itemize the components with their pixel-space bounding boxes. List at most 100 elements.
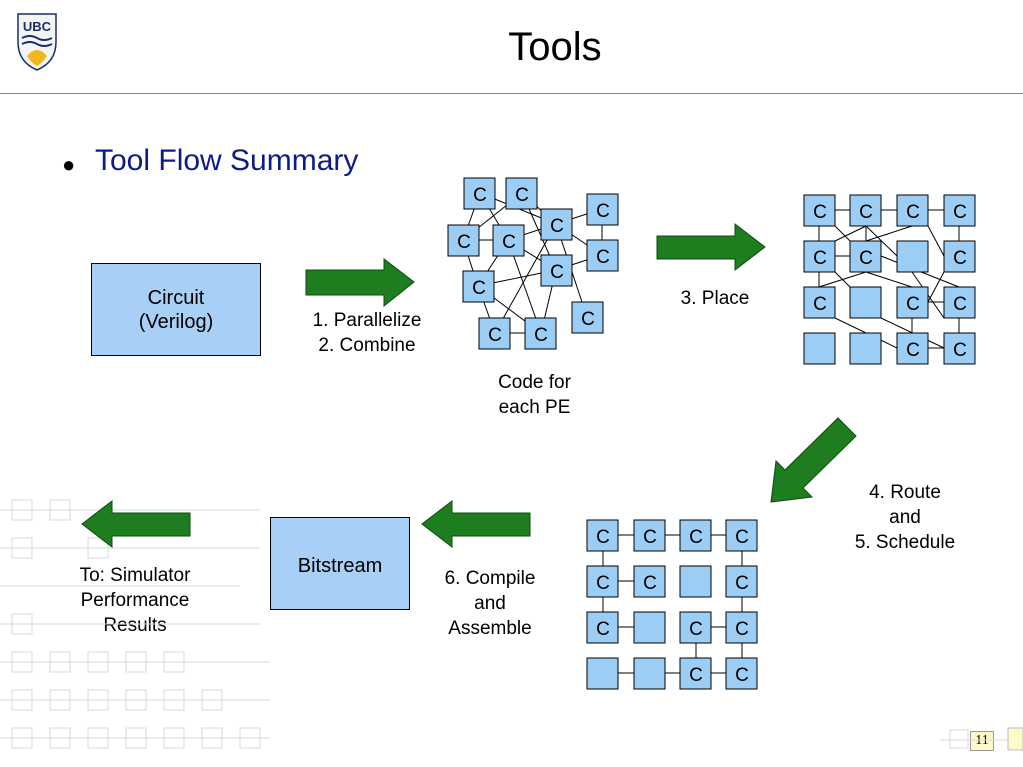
- circuit-box: Circuit (Verilog): [91, 263, 261, 356]
- node: C: [524, 317, 557, 350]
- node: C: [679, 611, 712, 644]
- node: C: [679, 519, 712, 552]
- node: C: [505, 177, 538, 210]
- routed-grid: C C C C C C C C C C C C: [586, 519, 758, 690]
- svg-text:C: C: [689, 527, 703, 548]
- node: C: [849, 194, 882, 227]
- svg-text:C: C: [953, 248, 967, 269]
- node: C: [586, 611, 619, 644]
- empty-node: [586, 657, 619, 690]
- svg-text:C: C: [472, 278, 486, 299]
- node: C: [586, 239, 619, 272]
- svg-text:C: C: [813, 202, 827, 223]
- output-label: To: Simulator Performance Results: [79, 565, 191, 636]
- empty-node: [803, 332, 836, 365]
- node: C: [633, 565, 666, 598]
- pe-code-graph: C C C C C C C C C C C C: [447, 177, 619, 350]
- step-route-schedule-label: 4. Route and 5. Schedule: [854, 482, 956, 553]
- node: C: [725, 611, 758, 644]
- node: C: [586, 565, 619, 598]
- empty-node: [849, 332, 882, 365]
- svg-text:C: C: [735, 573, 749, 594]
- svg-text:C: C: [643, 573, 657, 594]
- step-parallelize-label: 1. Parallelize 2. Combine: [312, 310, 422, 356]
- svg-text:C: C: [906, 202, 920, 223]
- svg-text:C: C: [735, 527, 749, 548]
- node: C: [492, 224, 525, 257]
- node: C: [462, 270, 495, 303]
- svg-text:C: C: [550, 262, 564, 283]
- svg-text:C: C: [689, 619, 703, 640]
- bullet-heading: Tool Flow Summary: [95, 144, 359, 177]
- node: C: [447, 224, 480, 257]
- svg-text:C: C: [534, 325, 548, 346]
- node: C: [633, 519, 666, 552]
- node: C: [725, 519, 758, 552]
- svg-text:C: C: [953, 340, 967, 361]
- svg-text:C: C: [550, 216, 564, 237]
- svg-text:C: C: [596, 527, 610, 548]
- background-grid-decoration: [0, 499, 1023, 751]
- node: C: [896, 286, 929, 319]
- step-compile-label: 6. Compile and Assemble: [444, 568, 536, 639]
- svg-text:C: C: [581, 309, 595, 330]
- svg-text:C: C: [953, 202, 967, 223]
- svg-text:C: C: [515, 185, 529, 206]
- svg-text:C: C: [643, 527, 657, 548]
- bitstream-box: Bitstream: [270, 517, 410, 610]
- svg-text:C: C: [813, 248, 827, 269]
- svg-text:C: C: [502, 232, 516, 253]
- ubc-logo: UBC: [17, 13, 57, 71]
- node: C: [725, 565, 758, 598]
- empty-node: [679, 565, 712, 598]
- node: C: [896, 332, 929, 365]
- svg-text:C: C: [689, 665, 703, 686]
- code-label: Code for each PE: [498, 372, 571, 418]
- node: C: [943, 240, 976, 273]
- slide-title: Tools: [508, 25, 602, 69]
- svg-text:C: C: [906, 340, 920, 361]
- title-divider: [0, 93, 1023, 94]
- svg-text:C: C: [813, 294, 827, 315]
- arrow-parallelize-icon: [305, 257, 415, 308]
- node: C: [896, 194, 929, 227]
- node: C: [725, 657, 758, 690]
- node: C: [540, 254, 573, 287]
- svg-text:C: C: [735, 665, 749, 686]
- node: C: [849, 240, 882, 273]
- node: C: [943, 286, 976, 319]
- node: C: [586, 193, 619, 226]
- arrow-route-icon: [770, 417, 857, 503]
- step-place-label: 3. Place: [680, 288, 750, 309]
- node: C: [586, 519, 619, 552]
- svg-text:C: C: [859, 248, 873, 269]
- node: C: [943, 194, 976, 227]
- svg-text:C: C: [596, 201, 610, 222]
- bullet-dot: ●: [62, 152, 76, 177]
- svg-text:C: C: [488, 325, 502, 346]
- node: C: [571, 301, 604, 334]
- node: C: [943, 332, 976, 365]
- empty-node: [633, 657, 666, 690]
- placed-grid: C C C C C C C C C C C C: [803, 194, 976, 365]
- empty-node: [896, 240, 929, 273]
- arrow-output-icon: [81, 499, 191, 549]
- arrow-place-icon: [656, 222, 766, 272]
- svg-text:C: C: [735, 619, 749, 640]
- node: C: [803, 286, 836, 319]
- node: C: [803, 194, 836, 227]
- svg-text:C: C: [596, 619, 610, 640]
- node: C: [540, 208, 573, 241]
- svg-text:C: C: [596, 247, 610, 268]
- svg-text:C: C: [473, 185, 487, 206]
- svg-text:C: C: [596, 573, 610, 594]
- node: C: [803, 240, 836, 273]
- empty-node: [633, 611, 666, 644]
- arrow-compile-icon: [421, 499, 531, 549]
- svg-text:C: C: [906, 294, 920, 315]
- svg-text:C: C: [859, 202, 873, 223]
- svg-text:C: C: [953, 294, 967, 315]
- empty-node: [849, 286, 882, 319]
- node: C: [478, 317, 511, 350]
